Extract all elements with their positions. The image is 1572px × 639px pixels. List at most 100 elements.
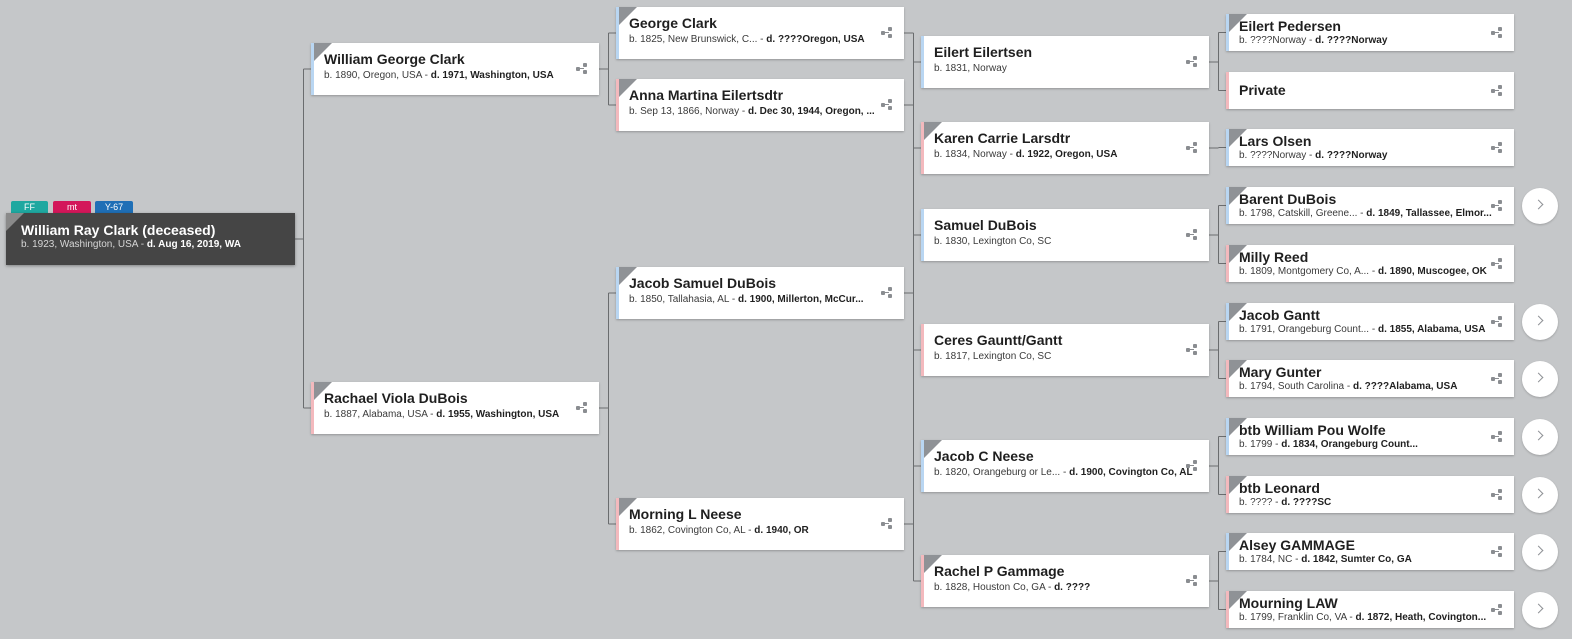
death-info: d. 1971, Washington, USA: [430, 70, 554, 81]
person-dates: b. ???? - d. ????SC: [1239, 497, 1500, 508]
person-dates: b. 1798, Catskill, Greene... - d. 1849, …: [1239, 208, 1500, 219]
pedigree-view-icon[interactable]: [881, 518, 892, 529]
dna-badge-ff[interactable]: FF: [11, 201, 48, 213]
corner-marker-icon: [1229, 303, 1247, 321]
corner-marker-icon: [314, 382, 332, 400]
birth-info: b. 1798, Catskill, Greene...: [1239, 208, 1358, 219]
birth-info: b. 1825, New Brunswick, C...: [629, 34, 758, 45]
pedigree-view-icon[interactable]: [576, 63, 587, 74]
pedigree-view-icon[interactable]: [1491, 489, 1502, 500]
person-name: btb William Pou Wolfe: [1239, 422, 1386, 438]
corner-marker-icon: [1229, 418, 1247, 436]
pedigree-view-icon[interactable]: [881, 99, 892, 110]
dna-badge-y67[interactable]: Y-67: [95, 201, 133, 213]
pedigree-view-icon[interactable]: [1491, 85, 1502, 96]
expand-generation-button[interactable]: [1522, 361, 1558, 397]
death-info: d. 1940, OR: [754, 525, 809, 536]
date-separator: -: [1060, 467, 1070, 478]
person-name: Milly Reed: [1239, 249, 1309, 265]
corner-marker-icon: [924, 555, 942, 573]
pedigree-view-icon[interactable]: [1186, 575, 1197, 586]
birth-info: b. ????Norway: [1239, 35, 1307, 46]
person-card[interactable]: Private: [1226, 72, 1514, 109]
person-dates: b. 1791, Orangeburg Count... - d. 1855, …: [1239, 324, 1500, 335]
pedigree-view-icon[interactable]: [1491, 373, 1502, 384]
pedigree-view-icon[interactable]: [576, 402, 587, 413]
pedigree-view-icon[interactable]: [1186, 460, 1197, 471]
pedigree-view-icon[interactable]: [1491, 200, 1502, 211]
date-separator: -: [1369, 266, 1378, 277]
pedigree-view-icon[interactable]: [881, 287, 892, 298]
root-person-card[interactable]: William Ray Clark (deceased) b. 1923, Wa…: [6, 213, 295, 265]
person-dates: b. 1799 - d. 1834, Orangeburg Count...: [1239, 439, 1500, 450]
pedigree-view-icon[interactable]: [1186, 229, 1197, 240]
pedigree-view-icon[interactable]: [1186, 142, 1197, 153]
death-info: d. Dec 30, 1944, Oregon, ...: [747, 106, 875, 117]
person-dates: b. ????Norway - d. ????Norway: [1239, 35, 1500, 46]
pedigree-view-icon[interactable]: [1491, 316, 1502, 327]
date-separator: -: [1344, 381, 1353, 392]
person-name: Eilert Pedersen: [1239, 18, 1341, 34]
person-dates: b. 1834, Norway - d. 1922, Oregon, USA: [934, 149, 1187, 160]
person-dates: b. 1850, Tallahasia, AL - d. 1900, Mille…: [629, 294, 882, 305]
birth-info: b. 1828, Houston Co, GA: [934, 582, 1046, 593]
date-separator: -: [1006, 149, 1016, 160]
pedigree-view-icon[interactable]: [1491, 258, 1502, 269]
pedigree-view-icon[interactable]: [1491, 604, 1502, 615]
chevron-right-icon: [1533, 545, 1544, 556]
date-separator: -: [1357, 208, 1367, 219]
death-info: d. ????Oregon, USA: [766, 34, 865, 45]
expand-generation-button[interactable]: [1522, 592, 1558, 628]
expand-generation-button[interactable]: [1522, 304, 1558, 340]
expand-generation-button[interactable]: [1522, 534, 1558, 570]
expand-generation-button[interactable]: [1522, 419, 1558, 455]
person-dates: b. 1828, Houston Co, GA - d. ????: [934, 582, 1187, 593]
corner-marker-icon: [1229, 591, 1247, 609]
pedigree-view-icon[interactable]: [1491, 431, 1502, 442]
person-dates: b. 1799, Franklin Co, VA - d. 1872, Heat…: [1239, 612, 1500, 623]
dna-badge-mt[interactable]: mt: [53, 201, 91, 213]
pedigree-view-icon[interactable]: [881, 27, 892, 38]
date-separator: -: [1045, 582, 1055, 593]
corner-marker-icon: [1229, 187, 1247, 205]
date-separator: -: [140, 239, 147, 250]
person-name: Alsey GAMMAGE: [1239, 537, 1355, 553]
death-info: d. ????Norway: [1315, 150, 1388, 161]
expand-generation-button[interactable]: [1522, 188, 1558, 224]
root-death: d. Aug 16, 2019, WA: [146, 239, 241, 250]
birth-info: b. ????Norway: [1239, 150, 1307, 161]
pedigree-view-icon[interactable]: [1491, 27, 1502, 38]
pedigree-view-icon[interactable]: [1186, 56, 1197, 67]
date-separator: -: [421, 70, 431, 81]
pedigree-view-icon[interactable]: [1186, 344, 1197, 355]
person-name: Mary Gunter: [1239, 364, 1322, 380]
chevron-right-icon: [1533, 488, 1544, 499]
pedigree-view-icon[interactable]: [1491, 142, 1502, 153]
expand-generation-button[interactable]: [1522, 477, 1558, 513]
pedigree-view-icon[interactable]: [1491, 546, 1502, 557]
chevron-right-icon: [1533, 603, 1544, 614]
